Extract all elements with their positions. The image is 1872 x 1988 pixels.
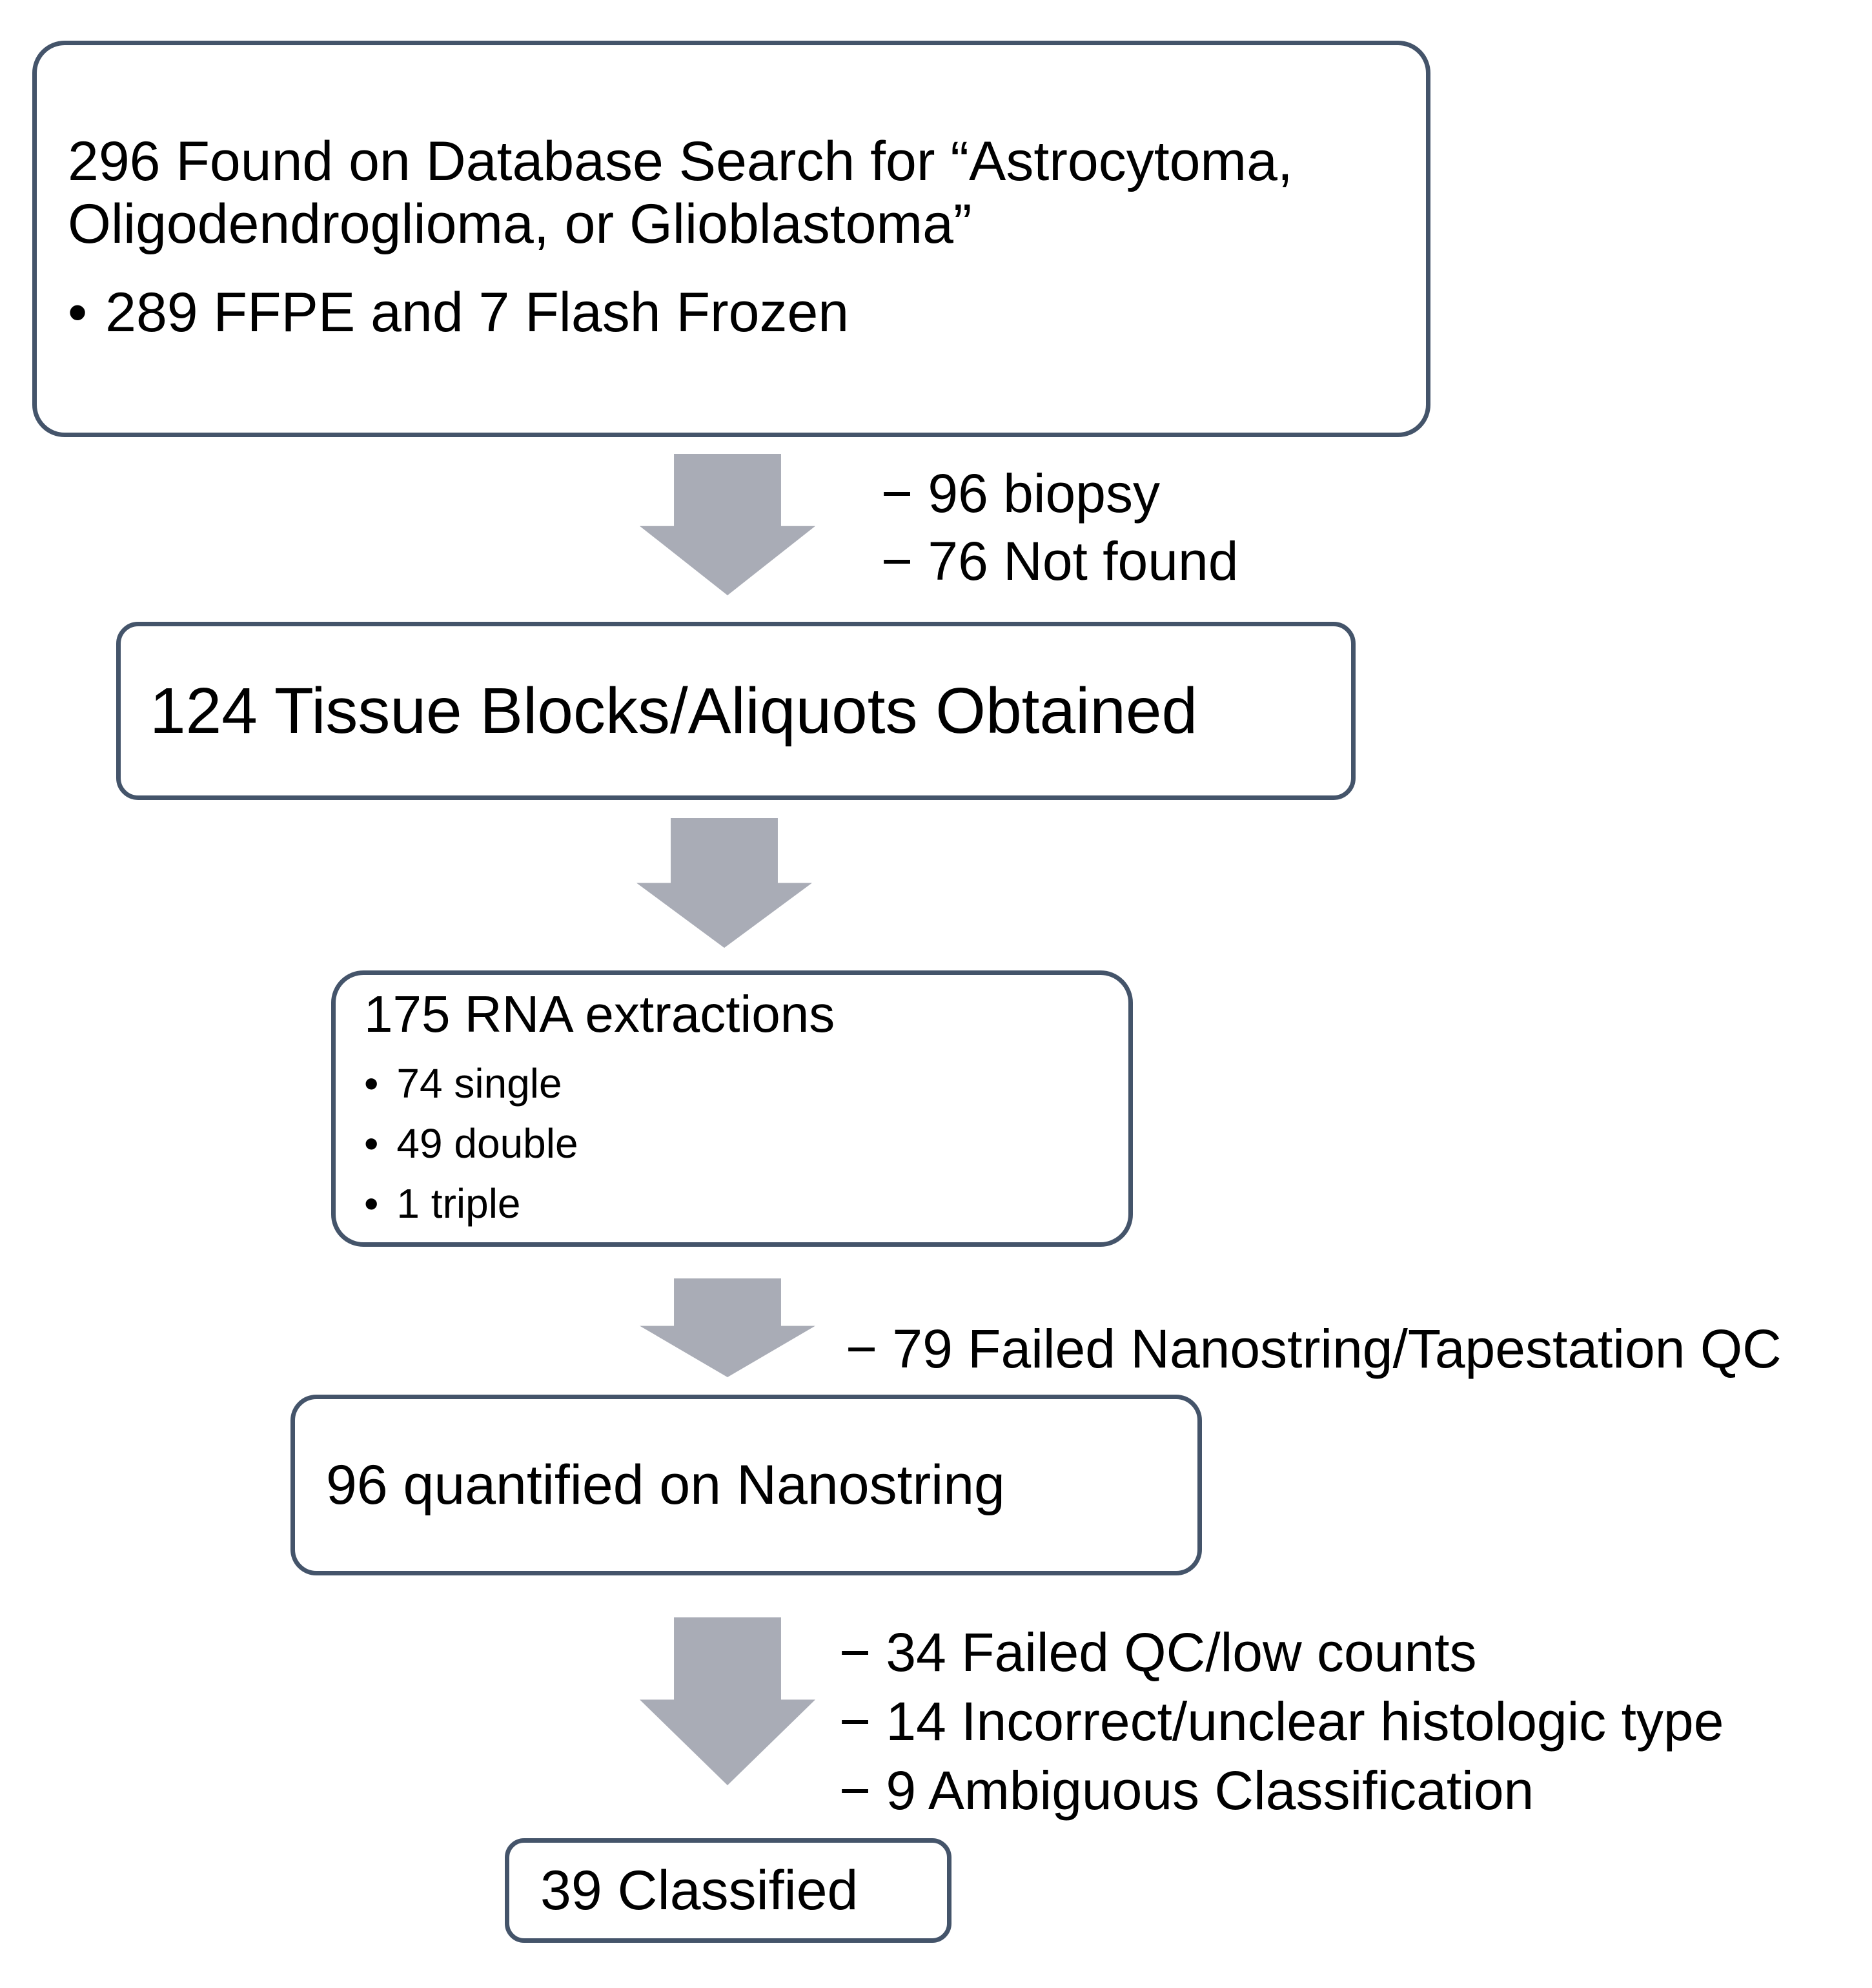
exclusion-line: − 96 biopsy: [881, 463, 1160, 524]
bullet-dot-icon: •: [364, 1060, 379, 1107]
bullet-dot-icon: •: [364, 1180, 379, 1227]
node-bullet-list: • 74 single • 49 double • 1 triple: [364, 1054, 1109, 1234]
bullet-text: 1 triple: [396, 1180, 521, 1227]
down-arrow-icon: [640, 454, 815, 595]
exclusion-line: − 76 Not found: [881, 531, 1239, 591]
node-bullet-list: • 289 FFPE and 7 Flash Frozen: [68, 282, 1400, 344]
bullet-item: • 289 FFPE and 7 Flash Frozen: [68, 282, 1400, 344]
bullet-dot-icon: •: [364, 1120, 379, 1167]
node-title-line: 96 quantified on Nanostring: [326, 1453, 1005, 1516]
bullet-text: 49 double: [396, 1120, 578, 1167]
exclusion-line: − 79 Failed Nanostring/Tapestation QC: [846, 1318, 1782, 1379]
node-rna-extractions: 175 RNA extractions • 74 single • 49 dou…: [331, 970, 1133, 1247]
node-nanostring: 96 quantified on Nanostring: [290, 1395, 1202, 1575]
node-database-search: 296 Found on Database Search for “Astroc…: [32, 41, 1430, 437]
bullet-dot-icon: •: [68, 282, 88, 343]
node-title-line: 296 Found on Database Search for “Astroc…: [68, 130, 1293, 192]
down-arrow-icon: [640, 1617, 815, 1785]
node-title-line: 175 RNA extractions: [364, 985, 835, 1043]
node-tissue-blocks: 124 Tissue Blocks/Aliquots Obtained: [116, 622, 1356, 800]
exclusion-label: − 79 Failed Nanostring/Tapestation QC: [846, 1315, 1782, 1383]
exclusion-line: − 14 Incorrect/unclear histologic type: [839, 1691, 1724, 1752]
bullet-item: • 1 triple: [364, 1174, 1109, 1234]
node-title-line: 124 Tissue Blocks/Aliquots Obtained: [150, 674, 1198, 747]
exclusion-label: − 96 biopsy − 76 Not found: [881, 460, 1238, 595]
exclusion-line: − 9 Ambiguous Classification: [839, 1760, 1534, 1821]
bullet-text: 289 FFPE and 7 Flash Frozen: [105, 282, 850, 343]
bullet-item: • 74 single: [364, 1054, 1109, 1114]
exclusion-line: − 34 Failed QC/low counts: [839, 1622, 1477, 1683]
down-arrow-icon: [640, 1278, 815, 1377]
bullet-item: • 49 double: [364, 1114, 1109, 1174]
node-classified: 39 Classified: [505, 1838, 951, 1943]
node-title-line: Oligodendroglioma, or Glioblastoma”: [68, 193, 972, 255]
bullet-text: 74 single: [396, 1060, 562, 1107]
down-arrow-icon: [636, 818, 812, 948]
node-title: 175 RNA extractions: [364, 985, 1109, 1043]
node-title-line: 39 Classified: [540, 1859, 859, 1921]
exclusion-label: − 34 Failed QC/low counts − 14 Incorrect…: [839, 1618, 1724, 1825]
node-title: 296 Found on Database Search for “Astroc…: [68, 130, 1400, 256]
